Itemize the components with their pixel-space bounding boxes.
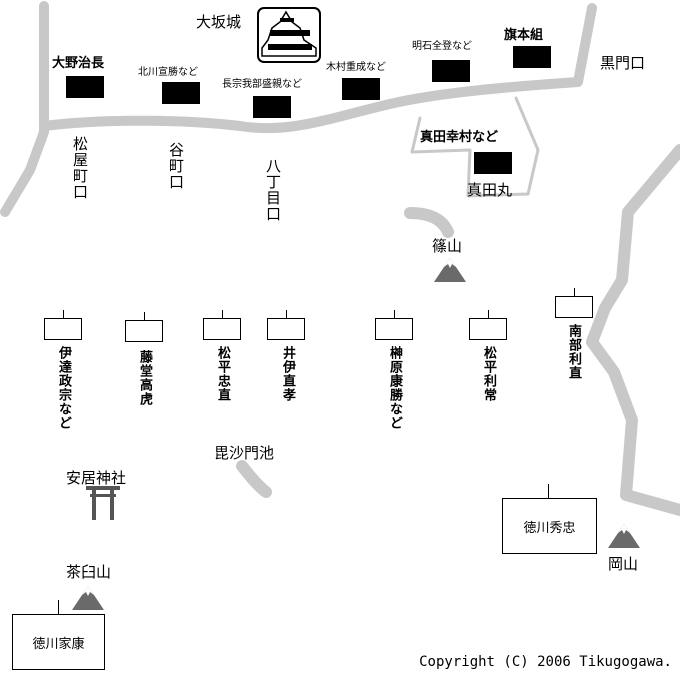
shinoyama-ridge: [404, 207, 454, 238]
main-road: [39, 3, 597, 134]
unit-ii: [267, 318, 305, 340]
west-road: [0, 1, 49, 217]
place-chausu: 茶臼山: [66, 563, 112, 581]
toyotomi-units: [66, 46, 551, 174]
unit-stem: [58, 600, 59, 614]
unit-nanbu: [555, 296, 593, 318]
unit-stem: [548, 484, 549, 498]
place-okayama: 岡山: [608, 555, 639, 573]
unit-hatamoto: [513, 46, 551, 68]
label-sanada: 真田幸村など: [420, 130, 499, 145]
label-akashi: 明石全登など: [412, 41, 472, 52]
place-kuromon: 黒門口: [600, 54, 646, 72]
unit-stem: [394, 310, 395, 318]
label-hatamoto: 旗本組: [504, 28, 544, 43]
unit-ono: [66, 76, 104, 98]
mountain-icon: [72, 586, 104, 610]
label-matsudaira-toshitsune: 松平利常: [481, 346, 496, 402]
sanadamaru-outline: [410, 96, 540, 198]
place-hatchome: 八丁目口: [264, 158, 282, 222]
unit-stem: [222, 310, 223, 318]
unit-stem: [144, 312, 145, 320]
torii-icon: [86, 486, 120, 520]
unit-todo: [125, 320, 163, 342]
unit-stem: [574, 288, 575, 296]
mountain-icon: [434, 258, 466, 282]
unit-matsudaira-toshitsune: [469, 318, 507, 340]
place-bishamon: 毘沙門池: [214, 444, 275, 462]
unit-akashi: [432, 60, 470, 82]
label-todo: 藤堂高虎: [137, 350, 152, 406]
unit-kitagawa: [162, 82, 200, 104]
label-nanbu: 南部利直: [566, 324, 581, 380]
mountain-icon: [608, 524, 640, 548]
commander-hidetada: 徳川秀忠: [502, 498, 597, 554]
unit-chosokabe: [253, 96, 291, 118]
copyright-notice: Copyright (C) 2006 Tikugogawa.: [419, 654, 672, 670]
unit-sakakibara: [375, 318, 413, 340]
unit-stem: [286, 310, 287, 318]
castle-icon: [257, 7, 321, 63]
label-sakakibara: 榊原康勝など: [387, 346, 402, 430]
unit-sanada: [474, 152, 512, 174]
label-chosokabe: 長宗我部盛親など: [222, 79, 302, 90]
unit-matsudaira-tadanao: [203, 318, 241, 340]
place-matsuyamachi: 松屋町口: [71, 136, 89, 200]
unit-date: [44, 318, 82, 340]
unit-kimura: [342, 78, 380, 100]
unit-stem: [63, 310, 64, 318]
castle-label: 大坂城: [196, 13, 242, 31]
label-matsudaira-tadanao: 松平忠直: [215, 346, 230, 402]
place-yasui: 安居神社: [66, 469, 127, 487]
unit-stem: [488, 310, 489, 318]
label-kimura: 木村重成など: [326, 62, 386, 73]
place-tanimachi: 谷町口: [167, 142, 185, 190]
label-ono: 大野治長: [52, 56, 105, 71]
label-kitagawa: 北川宣勝など: [138, 67, 198, 78]
place-sanadamaru: 真田丸: [467, 181, 513, 199]
place-shinoyama: 篠山: [432, 237, 463, 255]
commander-ieyasu: 徳川家康: [12, 614, 105, 670]
east-river: [586, 144, 680, 516]
label-date: 伊達政宗など: [56, 346, 71, 430]
label-ii: 井伊直孝: [280, 346, 295, 402]
bishamon-pond: [236, 460, 272, 498]
